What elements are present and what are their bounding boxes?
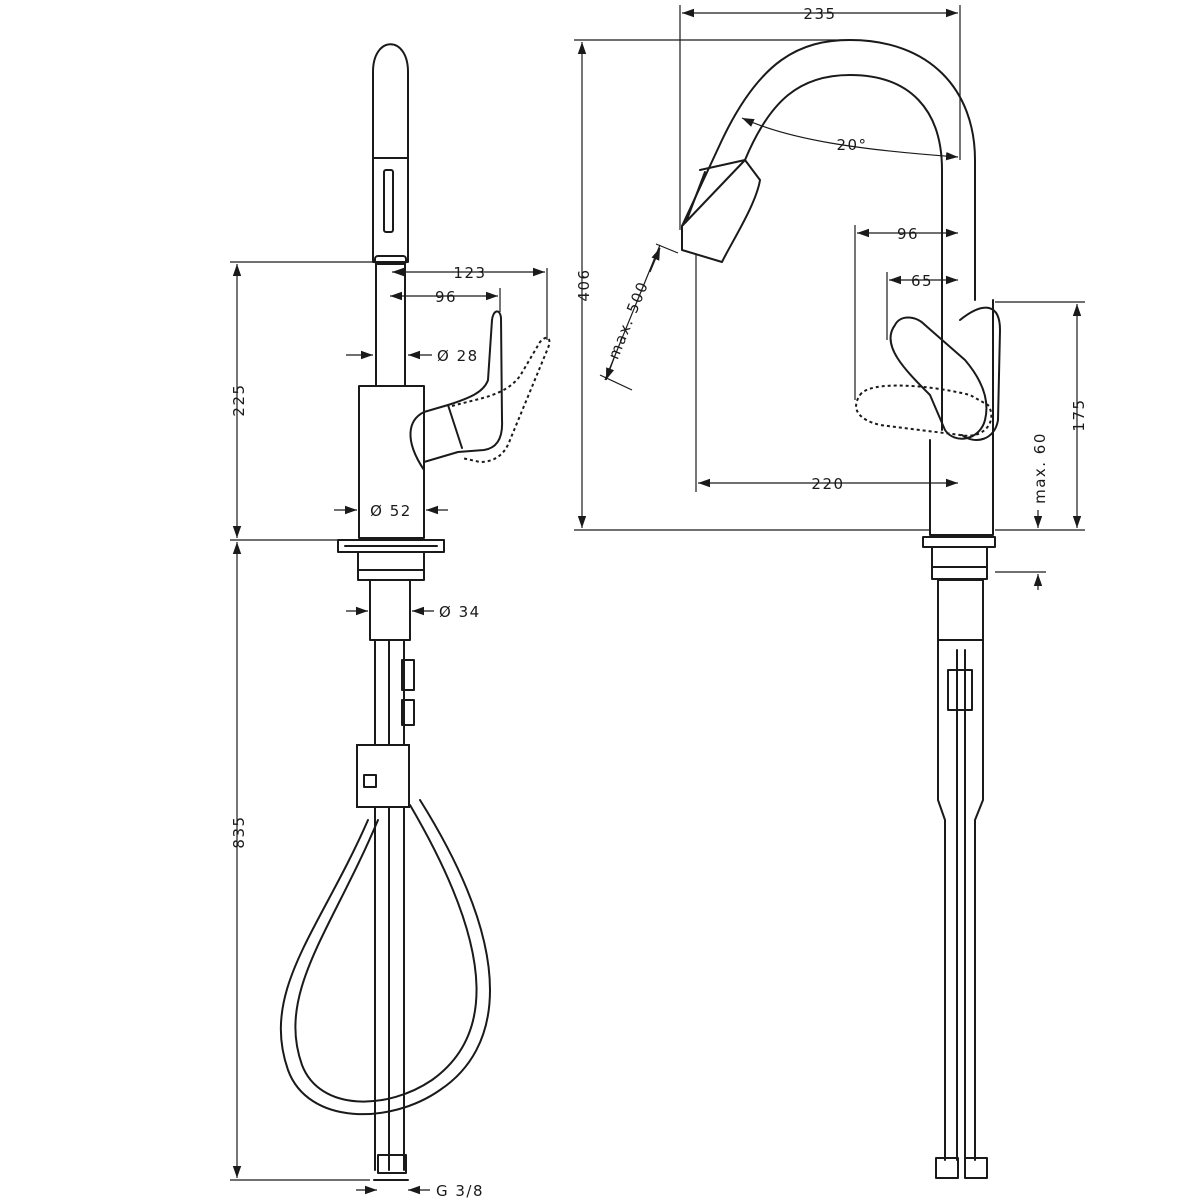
side-spout-head (372, 43, 409, 263)
side-view: 225 835 123 96 Ø 28 Ø 52 Ø 34 G 3/8 (230, 43, 551, 1200)
side-lever (423, 310, 504, 463)
dim-406: 406 (575, 268, 593, 301)
side-mount-ring (357, 569, 425, 581)
dim-20deg-arc (741, 117, 959, 161)
side-hose-loop-outer (279, 799, 491, 1116)
side-lever-edge (447, 404, 463, 449)
front-connector-left (935, 1157, 959, 1179)
side-fitting-1 (401, 659, 415, 691)
front-mount-nut (931, 546, 988, 568)
side-hose-loop-inner (294, 804, 478, 1103)
front-spray-button (685, 171, 706, 223)
dim-28: Ø 28 (437, 347, 479, 365)
front-mount-ring (931, 566, 988, 580)
side-spout-outlet (374, 255, 407, 265)
side-spray-button (383, 169, 394, 233)
front-spray-seam (699, 159, 746, 171)
front-fitting (947, 669, 973, 711)
side-counterweight-clip (363, 774, 377, 788)
dim-500-arrow-top (649, 247, 661, 273)
side-fitting-2 (401, 699, 415, 726)
front-view: 235 406 20° max. 500 96 65 220 175 (574, 5, 1088, 1179)
dim-20deg: 20° (836, 136, 867, 154)
front-lever-handle (959, 306, 1001, 441)
dim-96-front: 96 (897, 225, 919, 243)
side-lever-base (409, 411, 425, 471)
dim-835: 835 (230, 815, 248, 848)
dim-g38: G 3/8 (436, 1182, 484, 1200)
dim-34: Ø 34 (439, 603, 481, 621)
dim-60: max. 60 (1031, 432, 1049, 504)
dim-52: Ø 52 (370, 502, 412, 520)
dim-225: 225 (230, 383, 248, 416)
side-connector (377, 1154, 407, 1174)
front-lever-alt-position (855, 384, 993, 437)
front-deck-plate (922, 536, 996, 548)
dim-500: max. 500 (604, 278, 652, 362)
front-shank (937, 579, 984, 641)
dim-220: 220 (811, 475, 844, 493)
front-connector-right (964, 1157, 988, 1179)
dim-65: 65 (911, 272, 933, 290)
dim-500-arrow-bottom (605, 357, 615, 381)
dim-235: 235 (803, 5, 836, 23)
side-mount-nut (357, 551, 425, 571)
front-hose-body (937, 639, 984, 1161)
front-spout-outer (681, 39, 976, 301)
side-body (358, 385, 425, 539)
dim-96-side: 96 (435, 288, 457, 306)
dim-175: 175 (1070, 398, 1088, 431)
side-shank (369, 579, 411, 641)
front-lever (889, 316, 988, 440)
front-spray-head (681, 159, 761, 263)
dim-123: 123 (453, 264, 486, 282)
front-body (929, 299, 994, 536)
